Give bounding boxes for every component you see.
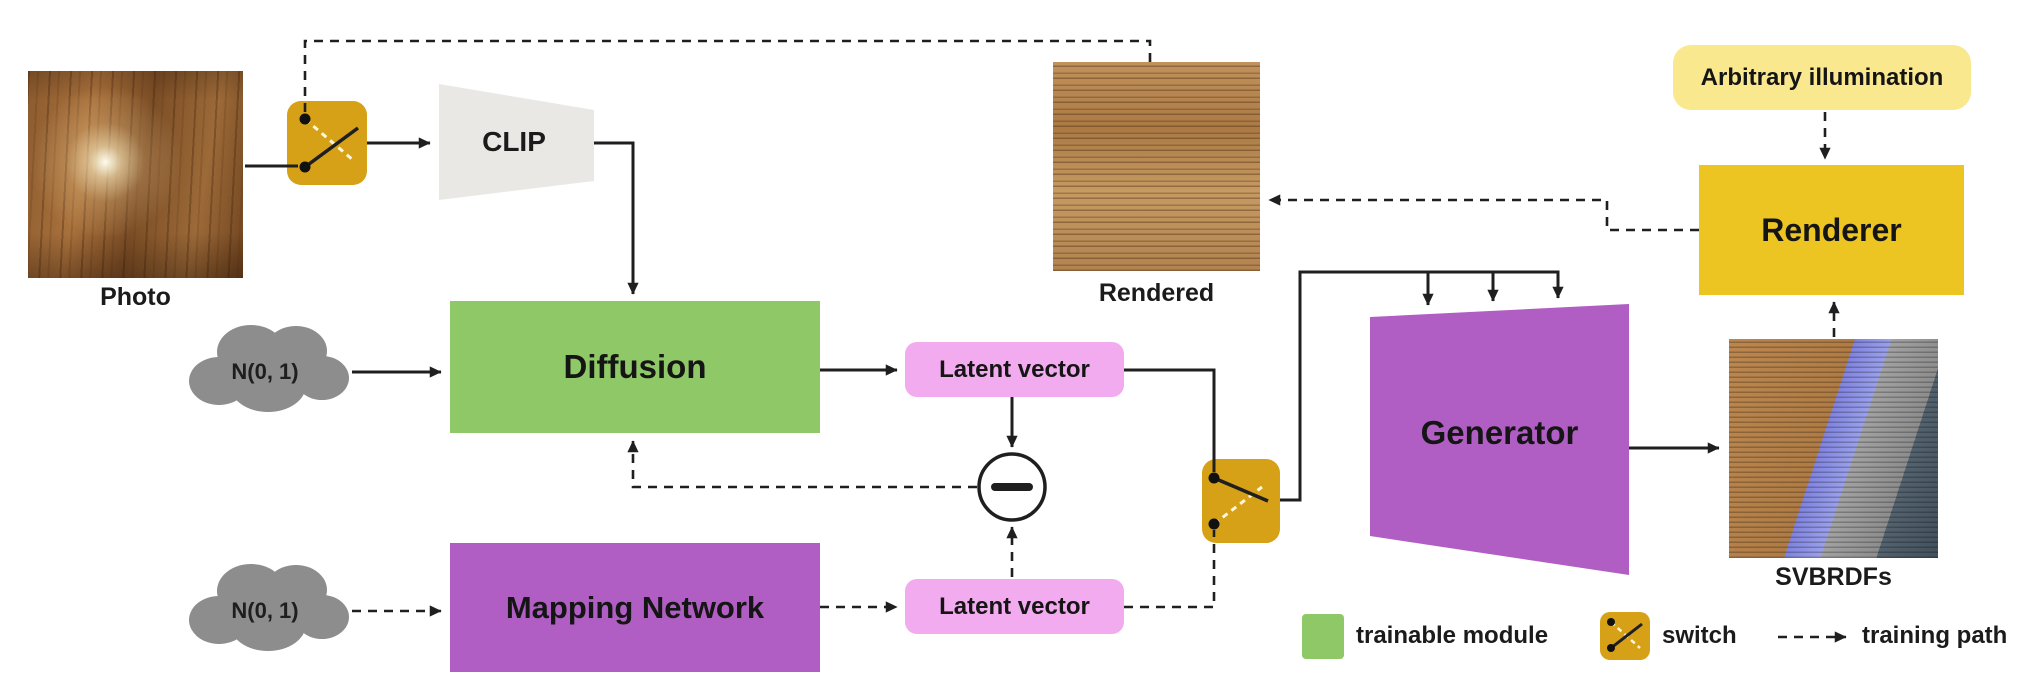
- latent-vector-bottom: Latent vector: [905, 579, 1124, 634]
- diffusion-module: Diffusion: [450, 301, 820, 433]
- legend-training-path-label: training path: [1862, 622, 2008, 649]
- rendered-image: [1053, 62, 1260, 271]
- clip-label: CLIP: [482, 126, 546, 157]
- diffusion-label: Diffusion: [563, 348, 707, 385]
- arrow-minus-to-diffusion: [627, 440, 977, 489]
- mapping-network-module: Mapping Network: [450, 543, 820, 672]
- rendered-label: Rendered: [1098, 279, 1215, 307]
- generator-label: Generator: [1420, 414, 1579, 451]
- line-latent-to-switch: [1124, 368, 1216, 472]
- latent-switch-icon: [1202, 459, 1280, 543]
- legend-switch-icon: [1600, 612, 1650, 660]
- svbrdfs-label: SVBRDFs: [1775, 563, 1892, 591]
- renderer-module: Renderer: [1699, 165, 1964, 295]
- legend-trainable-swatch: [1302, 614, 1344, 659]
- photo-image: [28, 71, 243, 278]
- legend-switch-label: switch: [1662, 622, 1737, 649]
- line-rendered-to-switch: [303, 39, 1152, 112]
- input-switch-lever: [299, 113, 360, 173]
- arrow-clip-to-diffusion: [594, 141, 639, 295]
- subtract-node: [977, 452, 1047, 522]
- arbitrary-illumination-node: Arbitrary illumination: [1673, 45, 1971, 110]
- latent-switch-lever: [1208, 472, 1269, 530]
- noise-label-bottom: N(0, 1): [231, 598, 299, 623]
- arbitrary-illumination-label: Arbitrary illumination: [1700, 63, 1944, 91]
- photo-label: Photo: [100, 283, 171, 311]
- arrow-renderer-to-rendered: [1268, 194, 1699, 232]
- mapping-network-label: Mapping Network: [505, 589, 765, 625]
- renderer-label: Renderer: [1761, 211, 1902, 248]
- noise-label-top: N(0, 1): [231, 359, 299, 384]
- latent-vector-top: Latent vector: [905, 342, 1124, 397]
- latent-vector-bottom-label: Latent vector: [939, 592, 1090, 620]
- svbrdfs-image: [1729, 339, 1938, 558]
- arrow-switch-to-generator: [1280, 270, 1564, 502]
- legend-trainable-label: trainable module: [1356, 622, 1549, 649]
- line-latentbottom-to-switch: [1124, 530, 1216, 609]
- latent-vector-top-label: Latent vector: [939, 355, 1090, 383]
- input-switch-icon: [287, 101, 367, 185]
- legend-switch-lever: [1607, 618, 1643, 652]
